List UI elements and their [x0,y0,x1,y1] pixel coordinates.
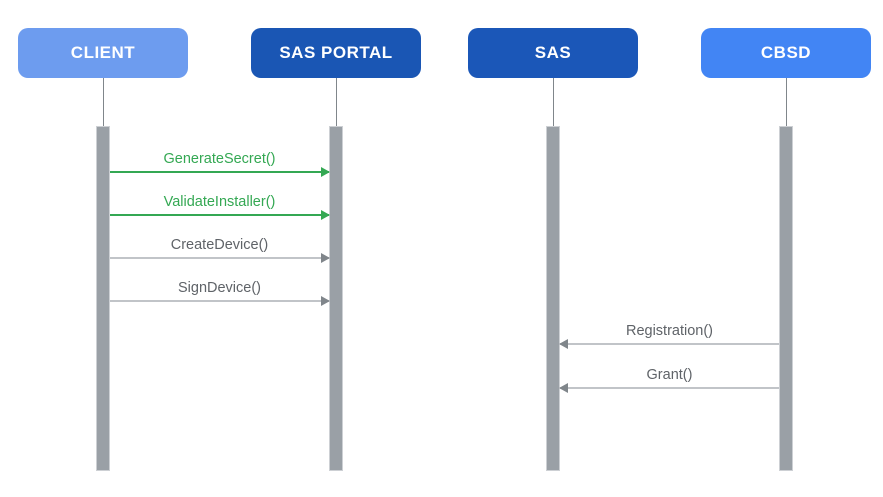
lifeline-client [103,78,104,126]
lifeline-sas [553,78,554,126]
message-arrow-line [110,300,329,302]
lifeline-cbsd [786,78,787,126]
activation-bar-sas-portal [329,126,343,471]
actor-box-sas: SAS [468,28,638,78]
message-label: Grant() [646,367,693,383]
arrowhead-right-icon [321,296,330,306]
actor-box-sas-portal: SAS PORTAL [251,28,421,78]
message-arrow-line [110,257,329,259]
message-label: ValidateInstaller() [163,194,276,210]
message-arrow-line [560,343,779,345]
arrowhead-right-icon [321,167,330,177]
actor-label-cbsd: CBSD [760,43,812,62]
message-label: CreateDevice() [170,237,269,253]
lifeline-sas-portal [336,78,337,126]
actor-label-sas: SAS [534,43,572,62]
message-label: Registration() [625,323,714,339]
arrowhead-right-icon [321,210,330,220]
arrowhead-right-icon [321,253,330,263]
message-label: SignDevice() [178,280,261,296]
message-arrow-line [110,214,329,216]
arrowhead-left-icon [559,339,568,349]
activation-bar-client [96,126,110,471]
actor-label-sas-portal: SAS PORTAL [279,43,393,62]
actor-label-client: CLIENT [70,43,136,62]
message-arrow-line [110,171,329,173]
activation-bar-cbsd [779,126,793,471]
arrowhead-left-icon [559,383,568,393]
message-arrow-line [560,387,779,389]
actor-box-client: CLIENT [18,28,188,78]
activation-bar-sas [546,126,560,471]
message-label: GenerateSecret() [163,151,276,167]
actor-box-cbsd: CBSD [701,28,871,78]
